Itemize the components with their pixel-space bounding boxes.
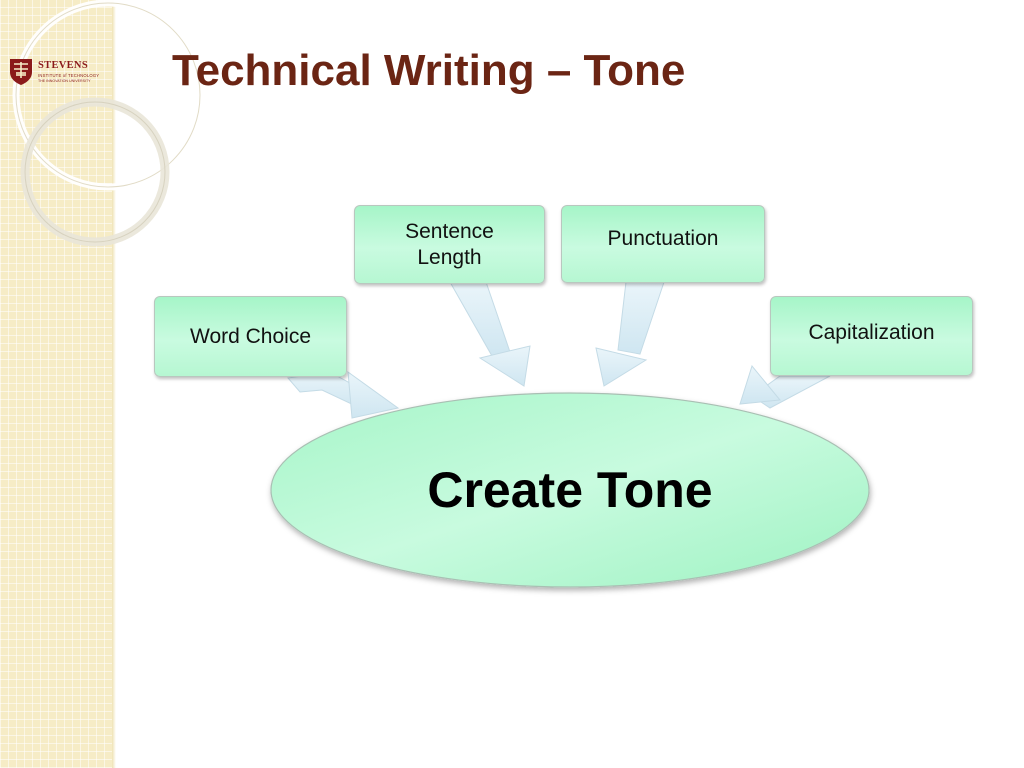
center-label: Create Tone bbox=[427, 462, 713, 518]
logo-tagline: THE INNOVATION UNIVERSITY bbox=[38, 79, 91, 83]
stevens-logo: STEVENS INSTITUTE of TECHNOLOGY THE INNO… bbox=[8, 52, 104, 96]
slide-title: Technical Writing – Tone bbox=[172, 46, 686, 95]
node-punctuation: Punctuation bbox=[561, 205, 765, 283]
node-capitalization: Capitalization bbox=[770, 296, 973, 376]
decorative-rings bbox=[12, 0, 204, 247]
node-capitalization-label: Capitalization bbox=[808, 321, 935, 344]
node-word-choice-label: Word Choice bbox=[190, 324, 311, 348]
node-punctuation-label: Punctuation bbox=[607, 227, 719, 250]
logo-subtitle: INSTITUTE of TECHNOLOGY bbox=[38, 73, 100, 78]
sidebar-edge bbox=[112, 0, 116, 768]
node-word-choice: Word Choice bbox=[154, 296, 347, 377]
node-sentence-length: Sentence Length bbox=[354, 205, 545, 284]
arrow-word-choice bbox=[287, 370, 400, 419]
arrow-capitalization bbox=[739, 364, 831, 409]
arrow-punctuation bbox=[595, 281, 665, 387]
arrow-sentence-length bbox=[449, 281, 531, 387]
logo-name: STEVENS bbox=[38, 60, 88, 71]
center-ellipse bbox=[270, 392, 870, 588]
crest-icon bbox=[10, 59, 32, 85]
node-sentence-length-label: Sentence Length bbox=[405, 219, 494, 269]
